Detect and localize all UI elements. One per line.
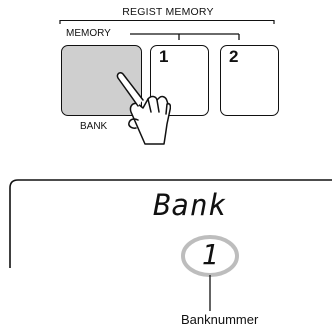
lcd-display-text: Bank — [153, 188, 227, 222]
lcd-bank-number: 1 — [201, 238, 219, 271]
memory-label: MEMORY — [66, 28, 111, 39]
regist-memory-label: REGIST MEMORY — [122, 6, 214, 18]
bank-label: BANK — [80, 121, 108, 132]
memory-button-2[interactable]: 2 — [220, 45, 279, 116]
bank-number-caption: Banknummer — [181, 312, 259, 327]
regist-memory-bracket-line — [60, 20, 274, 22]
memory-button-1-label: 1 — [159, 47, 169, 66]
memory-button-2-label: 2 — [229, 47, 239, 66]
lcd-display-frame — [9, 179, 332, 268]
pointing-hand-icon — [116, 72, 171, 145]
